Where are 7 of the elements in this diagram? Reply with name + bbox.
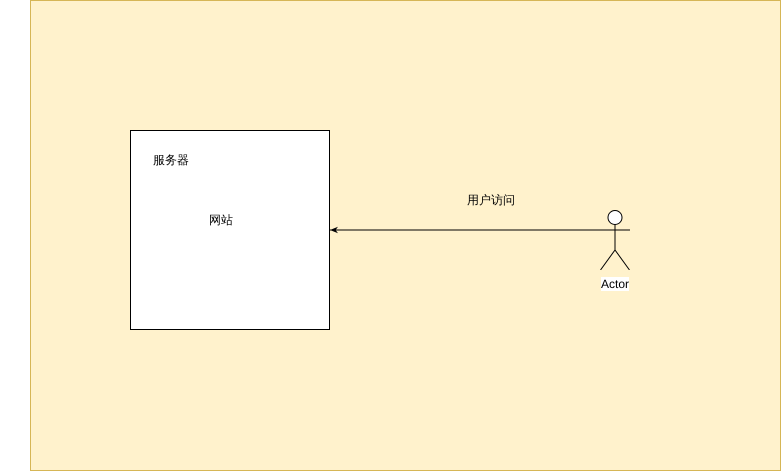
box-text: 网站 — [209, 213, 233, 227]
container-panel — [30, 0, 781, 471]
arrow — [330, 226, 600, 234]
edge-label: 用户访问 — [467, 193, 515, 207]
actor-label: Actor — [601, 277, 630, 291]
server-box — [130, 130, 330, 330]
box-title: 服务器 — [153, 153, 189, 167]
